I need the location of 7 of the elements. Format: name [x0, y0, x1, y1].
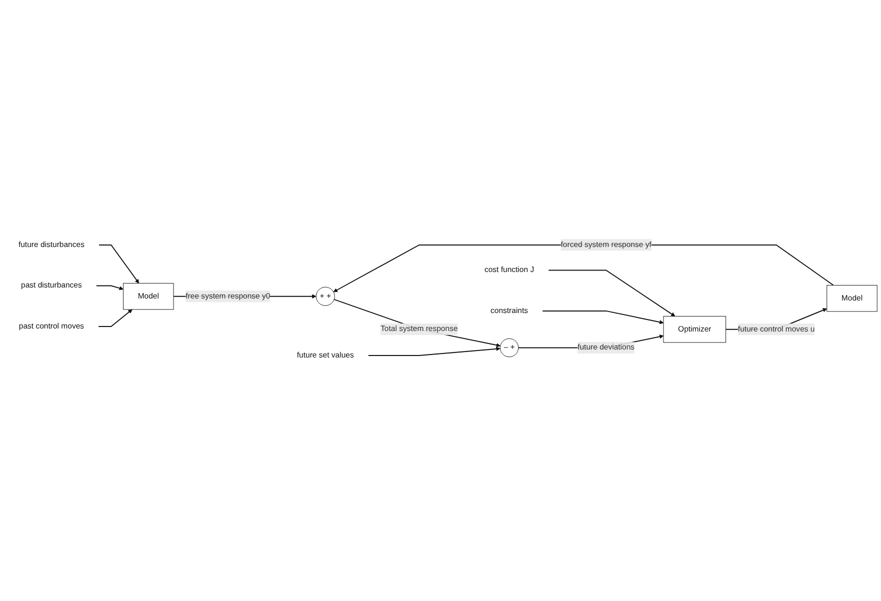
arrow — [98, 244, 140, 284]
arrow — [542, 310, 664, 324]
arrow — [98, 310, 132, 328]
arrow — [96, 286, 124, 290]
arrow — [548, 270, 676, 317]
arrow — [368, 347, 500, 356]
arrow — [334, 299, 500, 348]
